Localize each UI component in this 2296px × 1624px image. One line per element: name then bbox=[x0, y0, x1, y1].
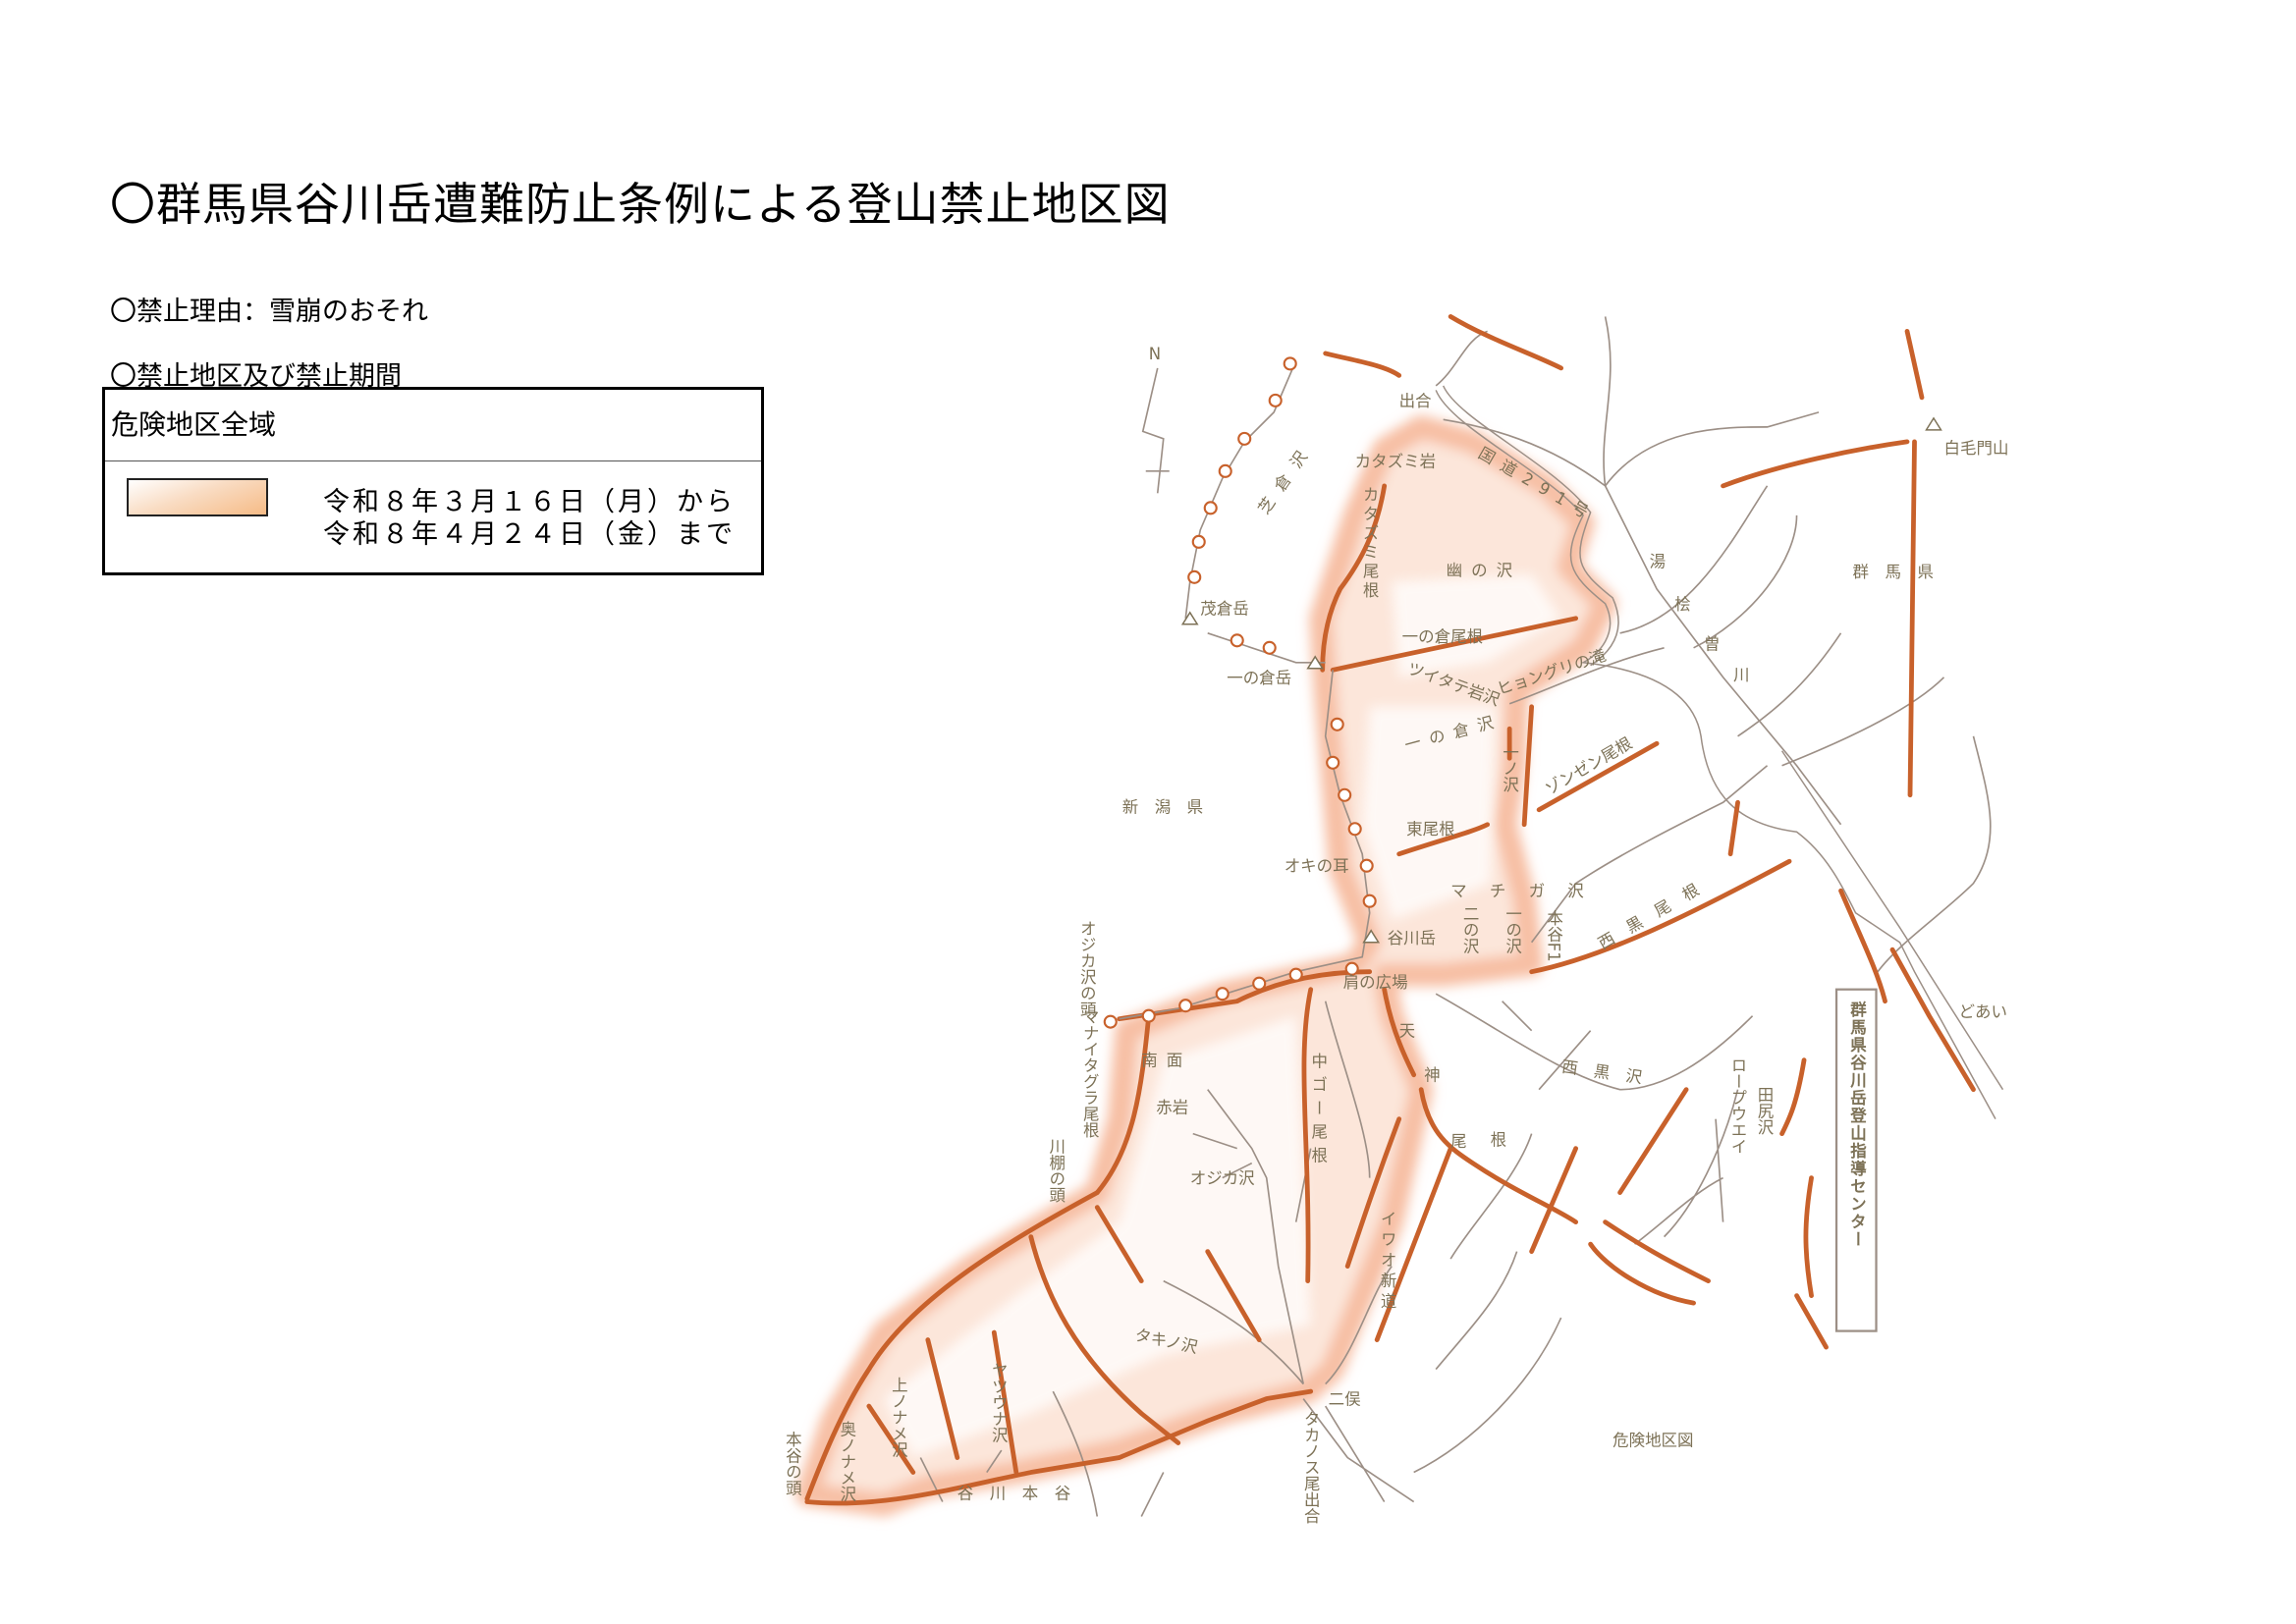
label-tanigawa-dake: 谷川岳 bbox=[1388, 929, 1436, 947]
guidance-center-label: 群馬県谷川岳登山指導センター bbox=[1834, 988, 1878, 1332]
label-ni-no-sawa: 二の沢 bbox=[1460, 905, 1479, 953]
label-yatsuuna-sawa: ヤツウナ沢 bbox=[989, 1362, 1008, 1442]
prohibition-table: 危険地区全域 令和８年３月１６日（月）から 令和８年４月２４日（金）まで bbox=[102, 387, 764, 575]
label-oki-no-mimi: オキの耳 bbox=[1285, 857, 1349, 876]
label-ropeway: ロープウエイ bbox=[1728, 1057, 1747, 1155]
label-nakago-one: 中ゴー尾根 bbox=[1309, 1053, 1328, 1170]
label-niigata-ken: 新 潟 県 bbox=[1122, 798, 1203, 817]
label-katazumi-iwa: カタズミ岩 bbox=[1355, 452, 1436, 470]
label-iwao-shindo: イワオ新道 bbox=[1378, 1211, 1396, 1314]
label-nishiguro-sawa: 西 黒 沢 bbox=[1560, 1057, 1644, 1087]
prohibition-reason: 〇禁止理由：雪崩のおそれ bbox=[110, 297, 428, 327]
label-ichinokura-dake: 一の倉岳 bbox=[1227, 669, 1291, 687]
label-doai: どあい bbox=[1959, 1002, 2007, 1021]
danger-area-inner bbox=[883, 573, 1561, 1458]
label-kami-no-name-sawa: 上ノナメ沢 bbox=[889, 1377, 907, 1458]
national-road-291 bbox=[1435, 385, 2004, 1120]
label-yubiso-3: 曽 bbox=[1704, 634, 1720, 653]
area-cell: 危険地区全域 bbox=[105, 390, 761, 461]
prefecture-border bbox=[1103, 356, 1942, 1029]
label-yubiso-1: 湯 bbox=[1650, 552, 1666, 570]
danger-area-swatch bbox=[127, 478, 268, 516]
label-yu-no-sawa: 幽の沢 bbox=[1447, 561, 1521, 579]
label-deai: 出合 bbox=[1399, 392, 1432, 410]
label-tenjin-1: 天 bbox=[1399, 1022, 1415, 1041]
label-shiragamon: 白毛門山 bbox=[1944, 439, 2009, 458]
label-tanigawa-hondani: 谷 川 本 谷 bbox=[957, 1485, 1070, 1503]
label-gunma-ken: 群 馬 県 bbox=[1853, 563, 1934, 581]
label-nanmen: 南面 bbox=[1141, 1052, 1191, 1070]
label-takanosu-deai: タカノス尾出合 bbox=[1301, 1411, 1320, 1524]
label-kata-no-hiroba: 肩の広場 bbox=[1343, 973, 1408, 992]
label-tajiri-sawa: 田尻沢 bbox=[1755, 1087, 1774, 1135]
label-oku-no-name-sawa: 奥ノナメ沢 bbox=[838, 1421, 856, 1502]
period-from: 令和８年３月１６日（月）から bbox=[323, 487, 736, 517]
label-katazumi-one: カタズミ尾根 bbox=[1360, 486, 1379, 601]
label-hondani-f1: 本谷F1 bbox=[1545, 909, 1563, 961]
period-to: 令和８年４月２４日（金）まで bbox=[323, 519, 736, 550]
label-ojika-sawa: オジカ沢 bbox=[1190, 1169, 1255, 1188]
label-shibakura-sawa: 芝倉沢 bbox=[1254, 438, 1318, 517]
label-futamata: 二俣 bbox=[1329, 1390, 1361, 1409]
period-cell: 令和８年３月１６日（月）から 令和８年４月２４日（金）まで bbox=[323, 486, 736, 551]
label-tenjin-3: 尾 bbox=[1450, 1132, 1466, 1151]
label-ichinokura-one: 一の倉尾根 bbox=[1402, 627, 1483, 646]
label-yubiso-2: 桧 bbox=[1674, 595, 1690, 614]
svg-text:群馬県谷川岳登山指導センター: 群馬県谷川岳登山指導センター bbox=[1848, 1000, 1868, 1248]
label-akaiwa: 赤岩 bbox=[1156, 1099, 1188, 1117]
page-title: 〇群馬県谷川岳遭難防止条例による登山禁止地区図 bbox=[110, 178, 1171, 231]
map-caption: 危険地区図 bbox=[1613, 1432, 1693, 1450]
north-arrow: N bbox=[1141, 345, 1170, 494]
label-kawatana-no-kashira: 川棚の頭 bbox=[1047, 1138, 1066, 1203]
label-ojikasawa-no-kashira: オジカ沢の頭 bbox=[1077, 920, 1096, 1017]
label-tenjin-4: 根 bbox=[1491, 1131, 1506, 1150]
svg-text:N: N bbox=[1149, 345, 1161, 363]
label-ichi-no-sawa: 一の沢 bbox=[1503, 905, 1522, 953]
label-yubiso-4: 川 bbox=[1733, 666, 1749, 684]
label-machiga-sawa: マ チ ガ 沢 bbox=[1450, 882, 1593, 900]
label-ichinosawa: 一ノ沢 bbox=[1501, 743, 1519, 791]
label-hondani-no-kashira: 本谷の頭 bbox=[783, 1431, 801, 1495]
label-manaitagura-one: マナイタグラ尾根 bbox=[1080, 1008, 1099, 1138]
label-higashi-one: 東尾根 bbox=[1406, 820, 1454, 839]
label-tenjin-2: 神 bbox=[1424, 1066, 1440, 1085]
section-heading: 〇禁止地区及び禁止期間 bbox=[110, 361, 402, 392]
rivers bbox=[919, 316, 1992, 1517]
label-shigekura-dake: 茂倉岳 bbox=[1200, 599, 1248, 618]
